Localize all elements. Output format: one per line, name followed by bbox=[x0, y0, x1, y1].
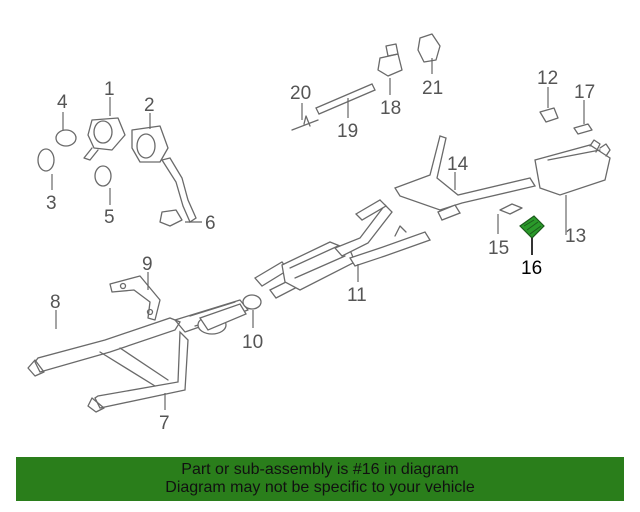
callout-13: 13 bbox=[565, 226, 586, 247]
part-16-rubber-mount bbox=[519, 215, 545, 239]
bracket-9 bbox=[109, 275, 161, 321]
banner-line-part-number: Part or sub-assembly is #16 in diagram bbox=[181, 461, 459, 478]
callout-5: 5 bbox=[104, 207, 115, 228]
callout-21: 21 bbox=[422, 78, 443, 99]
callout-labels: 1 2 3 4 5 6 7 8 9 10 11 12 13 14 15 16 1… bbox=[46, 68, 595, 434]
callout-4: 4 bbox=[57, 92, 68, 113]
callout-20: 20 bbox=[290, 83, 311, 104]
exhaust-manifold-parts bbox=[37, 117, 197, 227]
callout-16: 16 bbox=[521, 258, 542, 279]
callout-10: 10 bbox=[242, 332, 263, 353]
callout-17: 17 bbox=[574, 82, 595, 103]
front-pipe-assembly bbox=[27, 299, 249, 413]
callout-18: 18 bbox=[380, 98, 401, 119]
callout-12: 12 bbox=[537, 68, 558, 89]
hanger-parts bbox=[291, 33, 593, 135]
callout-leaders bbox=[51, 58, 585, 410]
callout-1: 1 bbox=[104, 79, 115, 100]
banner-line-disclaimer: Diagram may not be specific to your vehi… bbox=[165, 479, 475, 496]
callout-9: 9 bbox=[142, 254, 153, 275]
callout-2: 2 bbox=[144, 95, 155, 116]
callout-3: 3 bbox=[46, 193, 57, 214]
callout-8: 8 bbox=[50, 292, 61, 313]
callout-11: 11 bbox=[347, 285, 367, 306]
callout-7: 7 bbox=[159, 413, 170, 434]
callout-14: 14 bbox=[447, 154, 469, 175]
callout-6: 6 bbox=[205, 213, 216, 234]
info-banner: Part or sub-assembly is #16 in diagram D… bbox=[16, 457, 624, 501]
callout-19: 19 bbox=[337, 121, 358, 142]
rear-section bbox=[394, 135, 611, 221]
callout-15: 15 bbox=[488, 238, 509, 259]
center-muffler-section bbox=[197, 199, 431, 335]
exhaust-system-diagram: 1 2 3 4 5 6 7 8 9 10 11 12 13 14 15 16 1… bbox=[27, 33, 611, 434]
